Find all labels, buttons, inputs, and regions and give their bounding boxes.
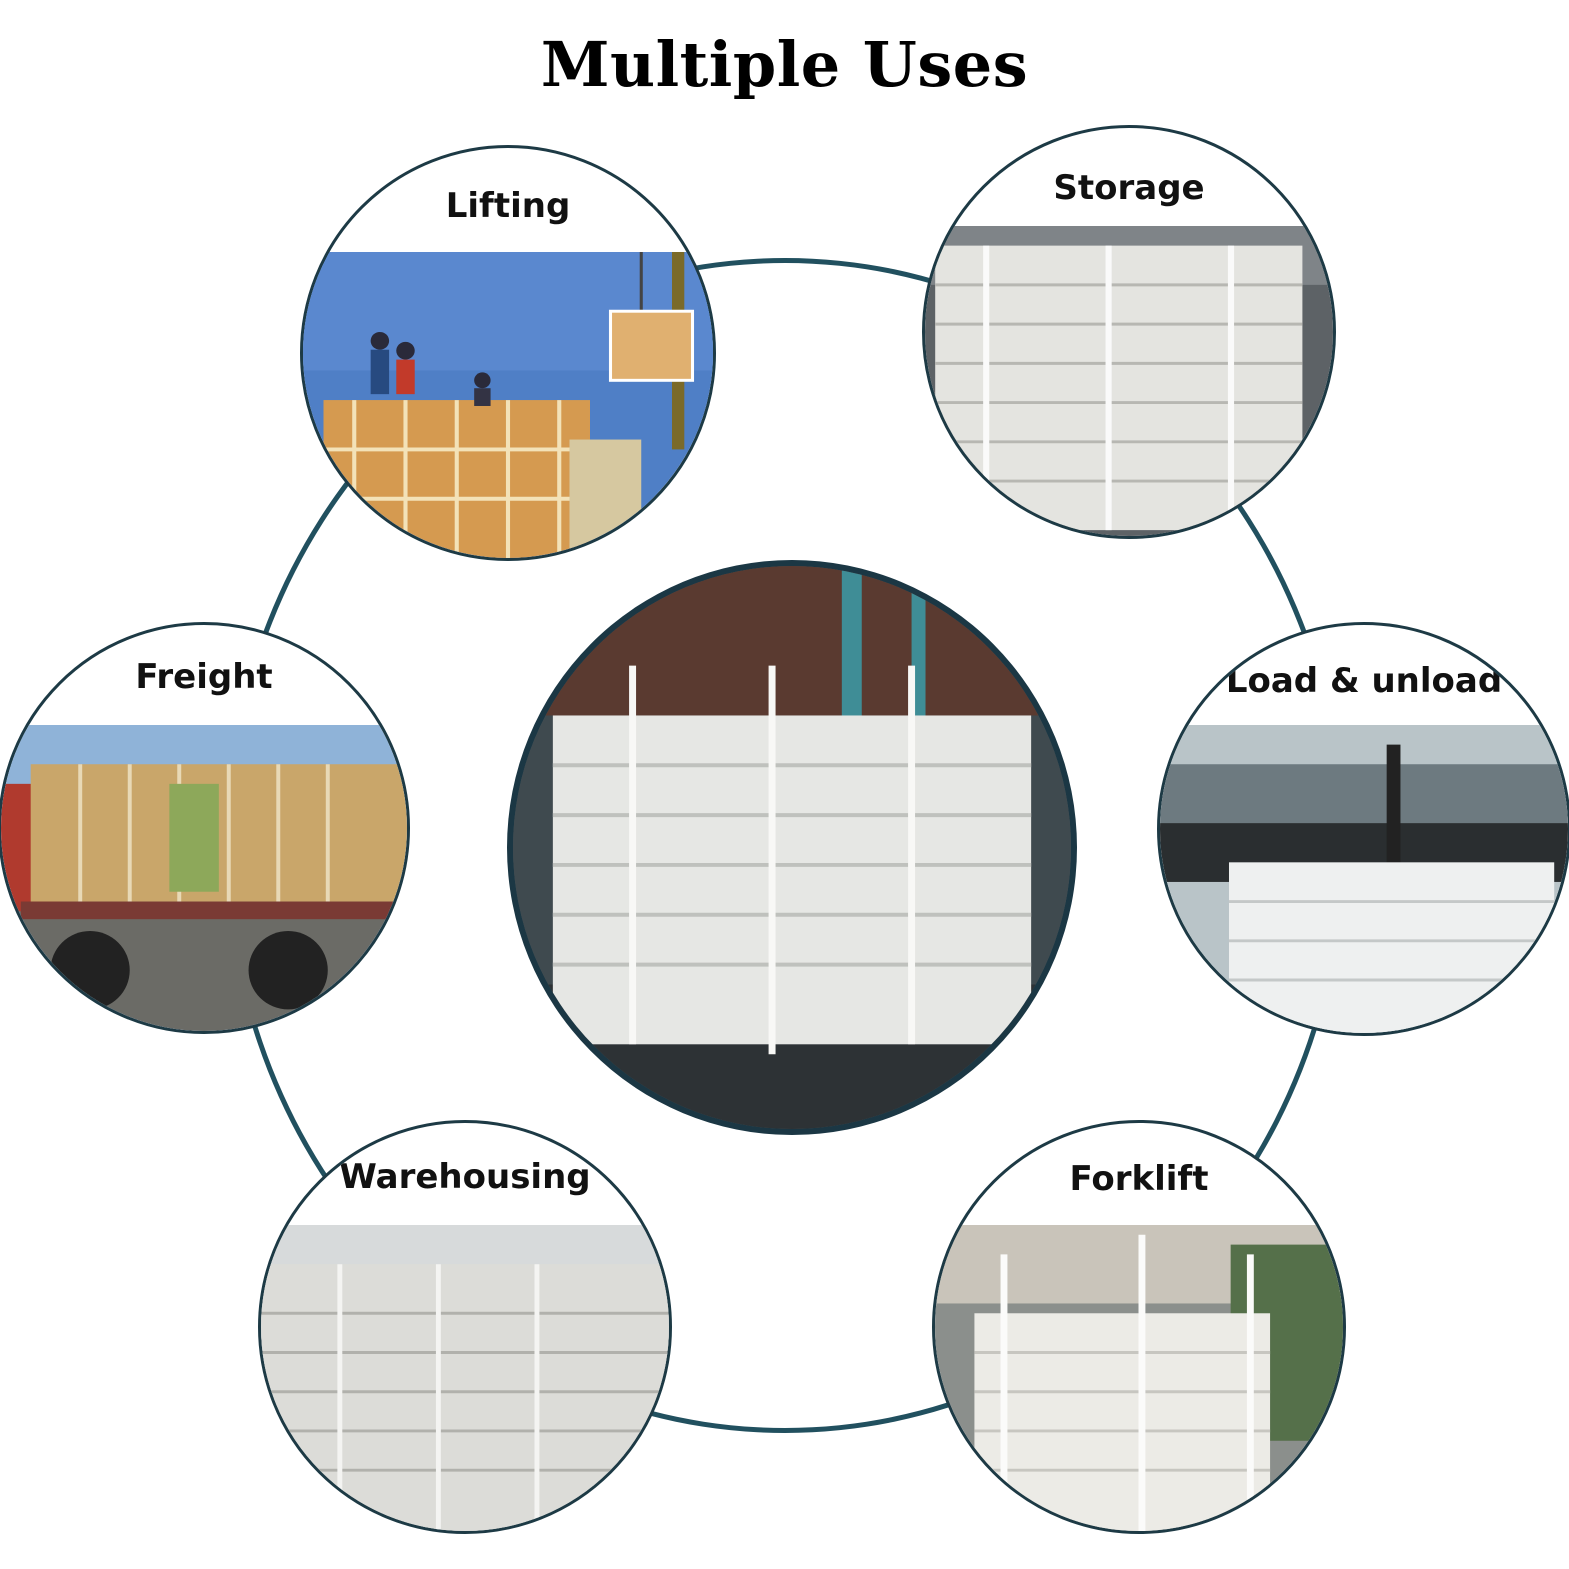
use-label-load-unload: Load & unload [1225, 661, 1503, 701]
center-photo [507, 560, 1077, 1135]
use-freight: Freight [0, 622, 410, 1034]
use-storage: Storage [922, 125, 1336, 539]
use-label-warehousing: Warehousing [339, 1157, 591, 1197]
storage-photo [925, 226, 1333, 536]
use-load-unload: Load & unload [1157, 622, 1569, 1036]
load-unload-photo [1160, 725, 1568, 1033]
freight-photo [1, 725, 407, 1031]
use-lifting: Lifting [300, 145, 716, 561]
forklift-photo [935, 1225, 1343, 1531]
use-label-forklift: Forklift [1069, 1159, 1209, 1199]
use-warehousing: Warehousing [258, 1120, 672, 1534]
use-label-freight: Freight [135, 657, 273, 697]
use-label-storage: Storage [1053, 168, 1205, 208]
warehousing-photo [261, 1225, 669, 1531]
page-title: Multiple Uses [540, 28, 1029, 101]
use-forklift: Forklift [932, 1120, 1346, 1534]
lifting-photo [303, 252, 713, 558]
use-label-lifting: Lifting [445, 186, 571, 226]
